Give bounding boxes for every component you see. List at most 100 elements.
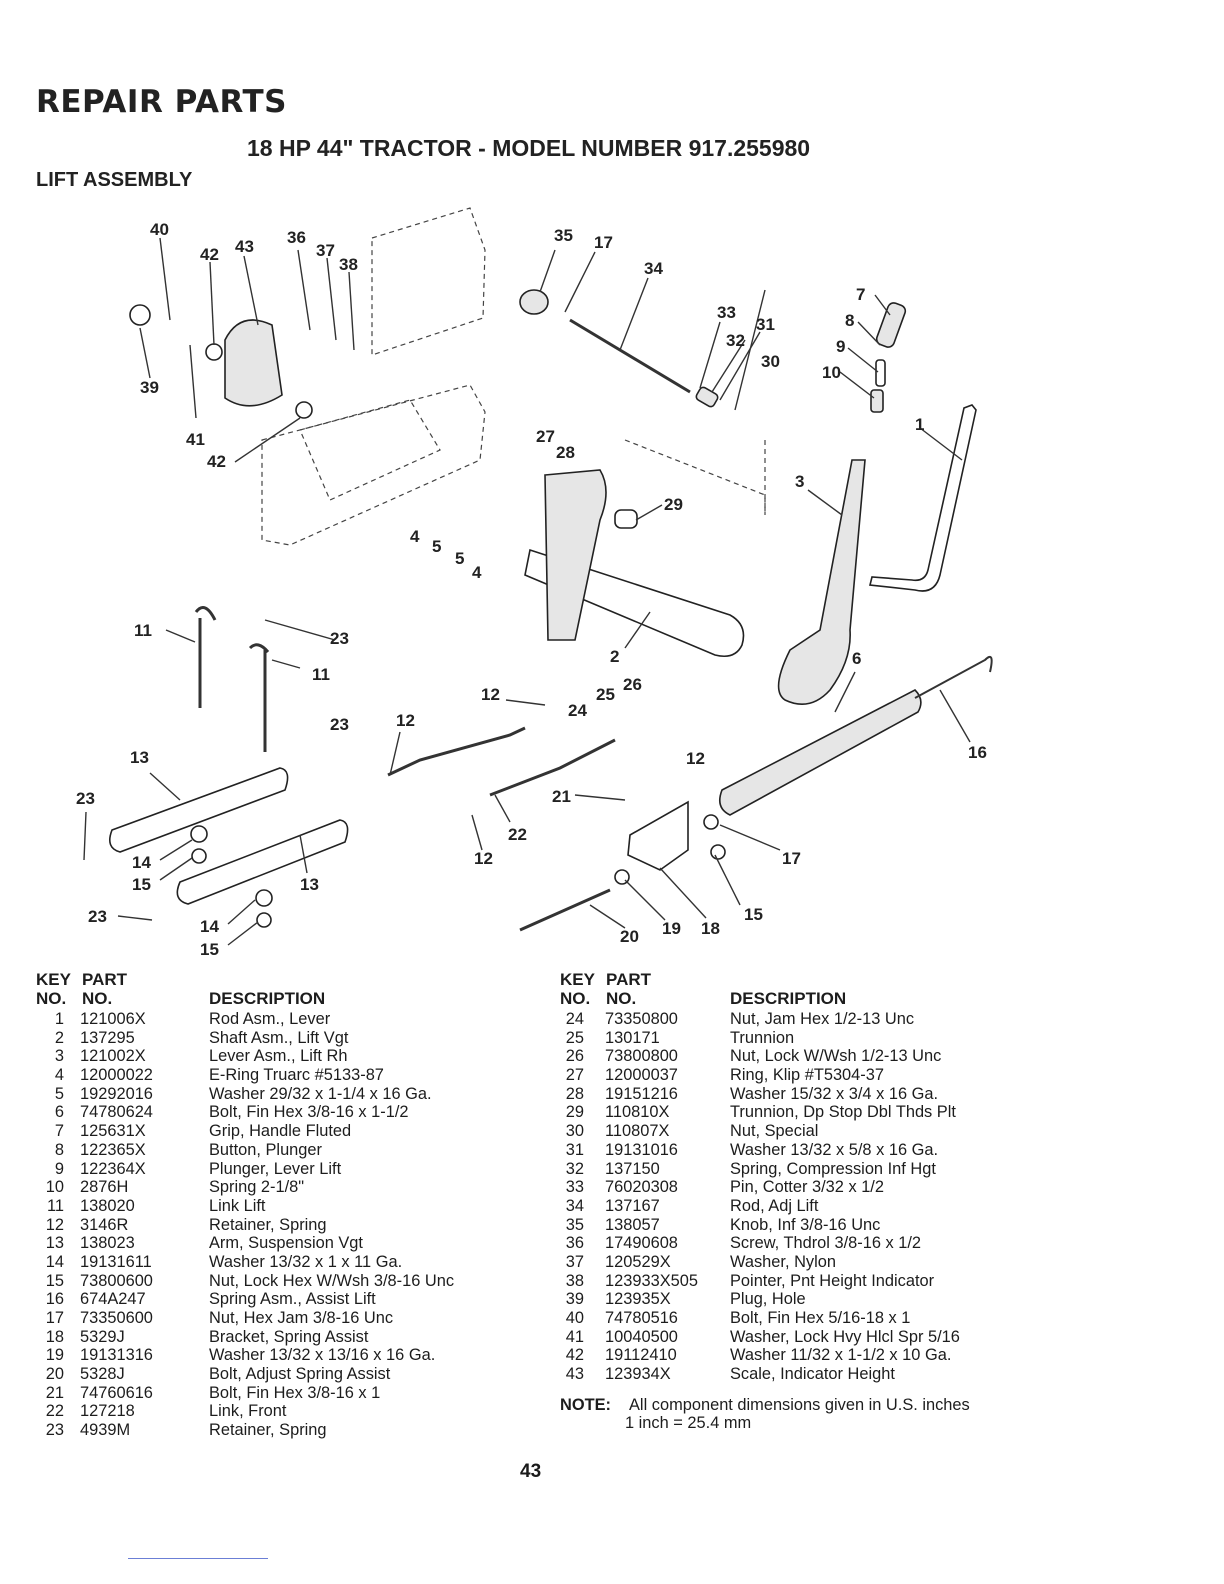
key-number: 3	[54, 1047, 64, 1066]
key-number: 22	[45, 1402, 64, 1421]
part-number: 110807X	[605, 1122, 670, 1141]
arm-washer-lower-part	[255, 889, 273, 907]
washer-part	[205, 343, 223, 361]
indicator-scale-part	[224, 319, 283, 407]
callout-label: 18	[701, 919, 720, 938]
callout-label: 6	[852, 649, 861, 668]
key-number: 31	[565, 1140, 584, 1159]
callout-label: 23	[330, 629, 349, 648]
part-number: 5328J	[80, 1365, 125, 1384]
key-number: 2	[54, 1028, 64, 1047]
part-description: Bolt, Fin Hex 5/16-18 x 1	[730, 1309, 911, 1327]
callout-label: 20	[620, 927, 639, 946]
table-row: 35 138057 Knob, Inf 3/8-16 Unc	[560, 1216, 1200, 1235]
part-description: Nut, Special	[730, 1122, 819, 1141]
part-description: Grip, Handle Fluted	[209, 1122, 352, 1141]
part-number: 5329J	[80, 1327, 125, 1346]
callout-label: 42	[200, 245, 219, 264]
part-description: Scale, Indicator Height	[730, 1365, 895, 1384]
callout-label: 11	[134, 621, 152, 640]
callout-label: 27	[536, 427, 555, 446]
part-description: Link, Front	[209, 1402, 287, 1421]
part-description: Pin, Cotter 3/32 x 1/2	[730, 1178, 884, 1197]
callout-label: 21	[552, 787, 571, 806]
part-description: Plunger, Lever Lift	[209, 1159, 342, 1178]
part-number: 110810X	[605, 1103, 670, 1122]
part-description: Lever Asm., Lift Rh	[209, 1047, 348, 1066]
callout-label: 41	[186, 430, 205, 449]
part-number: 12000037	[605, 1066, 678, 1085]
key-number: 35	[565, 1215, 584, 1234]
part-description: Washer 29/32 x 1-1/4 x 16 Ga.	[209, 1084, 432, 1103]
arm-nut-lower-part	[256, 912, 272, 928]
callout-label: 12	[474, 849, 493, 868]
callout-label: 11	[312, 665, 330, 684]
page-title: REPAIR PARTS	[36, 84, 287, 120]
part-number: 19292016	[80, 1084, 153, 1103]
adjust-bolt-part	[519, 888, 611, 932]
spring-bracket-part	[627, 800, 689, 871]
part-description: Washer 11/32 x 1-1/2 x 10 Ga.	[730, 1346, 952, 1365]
key-number: 8	[54, 1140, 64, 1159]
note-line-2: 1 inch = 25.4 mm	[625, 1414, 752, 1433]
callout-label: 33	[717, 303, 736, 322]
callout-label: 25	[596, 685, 615, 704]
part-number: 17490608	[605, 1234, 678, 1253]
part-description: Trunnion	[730, 1028, 795, 1047]
part-number: 10040500	[605, 1327, 678, 1346]
part-number: 138057	[605, 1215, 660, 1234]
part-description: Spring Asm., Assist Lift	[209, 1290, 376, 1309]
key-number: 15	[45, 1271, 64, 1290]
callout-label: 23	[330, 715, 349, 734]
callout-label: 5	[455, 549, 464, 568]
part-number: 4939M	[80, 1421, 131, 1440]
callout-label: 26	[623, 675, 642, 694]
part-description: Knob, Inf 3/8-16 Unc	[730, 1215, 881, 1234]
part-description: Retainer, Spring	[209, 1215, 327, 1234]
part-description: Bracket, Spring Assist	[209, 1327, 369, 1346]
callout-label: 8	[845, 311, 854, 330]
callout-label: 15	[200, 940, 219, 959]
key-number: 38	[565, 1271, 584, 1290]
part-description: Bolt, Adjust Spring Assist	[209, 1365, 391, 1384]
jam-nut-part	[703, 814, 719, 830]
key-number: 37	[565, 1252, 584, 1271]
callout-label: 40	[150, 220, 169, 239]
part-number: 123934X	[605, 1365, 671, 1384]
compression-spring-part	[695, 386, 719, 408]
lock-nut-part	[710, 844, 726, 860]
key-number: 9	[54, 1159, 64, 1178]
part-number: 3146R	[80, 1215, 129, 1234]
part-number: 19131316	[80, 1346, 153, 1365]
part-description: Pointer, Pnt Height Indicator	[730, 1271, 935, 1290]
part-description: Trunnion, Dp Stop Dbl Thds Plt	[730, 1103, 956, 1122]
part-description: Arm, Suspension Vgt	[209, 1234, 363, 1253]
key-number: 1	[54, 1010, 64, 1028]
part-description: Spring 2-1/8"	[209, 1178, 305, 1197]
callout-label: 17	[594, 233, 613, 252]
knob-part	[519, 289, 549, 315]
callout-label: 38	[339, 255, 358, 274]
key-number: 11	[46, 1196, 64, 1215]
part-number: 73800600	[80, 1271, 153, 1290]
